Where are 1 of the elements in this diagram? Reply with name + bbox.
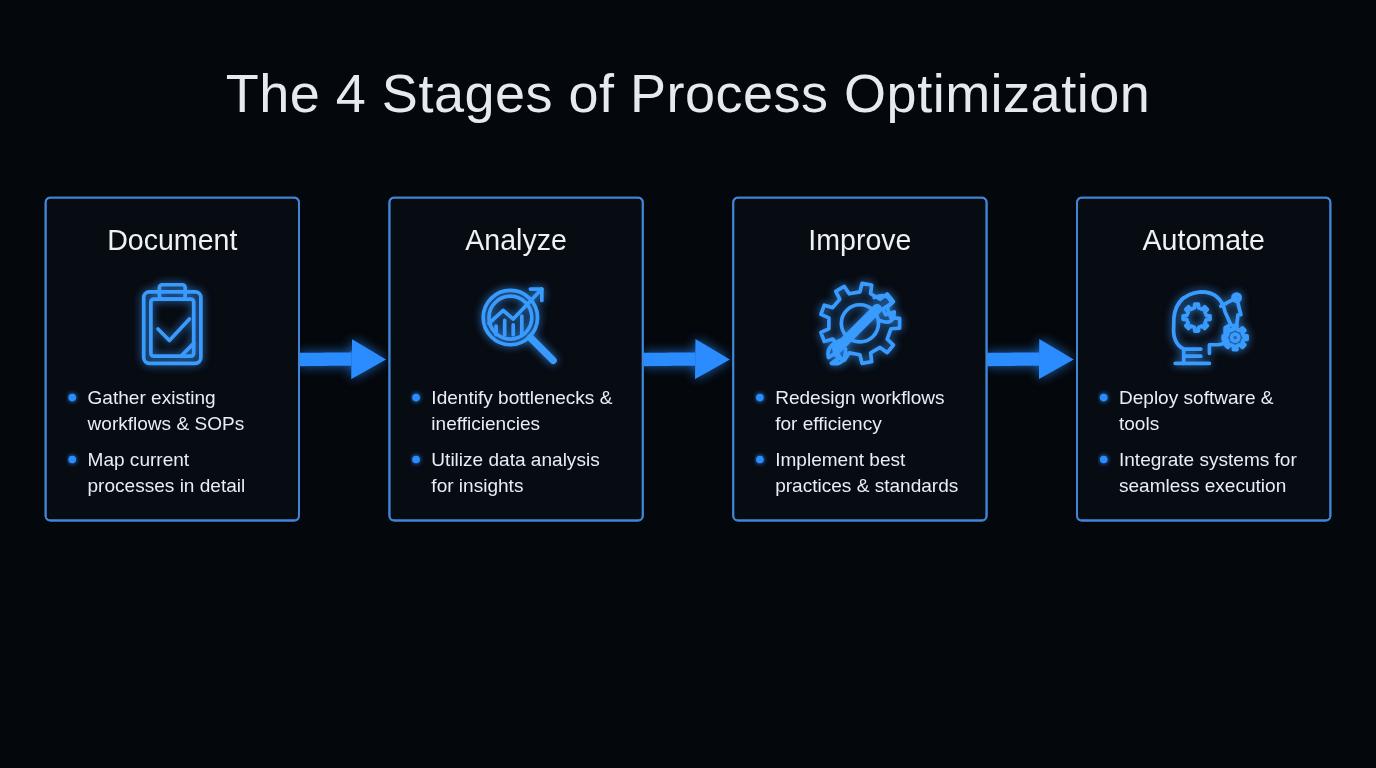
diagram-title: The 4 Stages of Process Optimization (225, 62, 1151, 124)
